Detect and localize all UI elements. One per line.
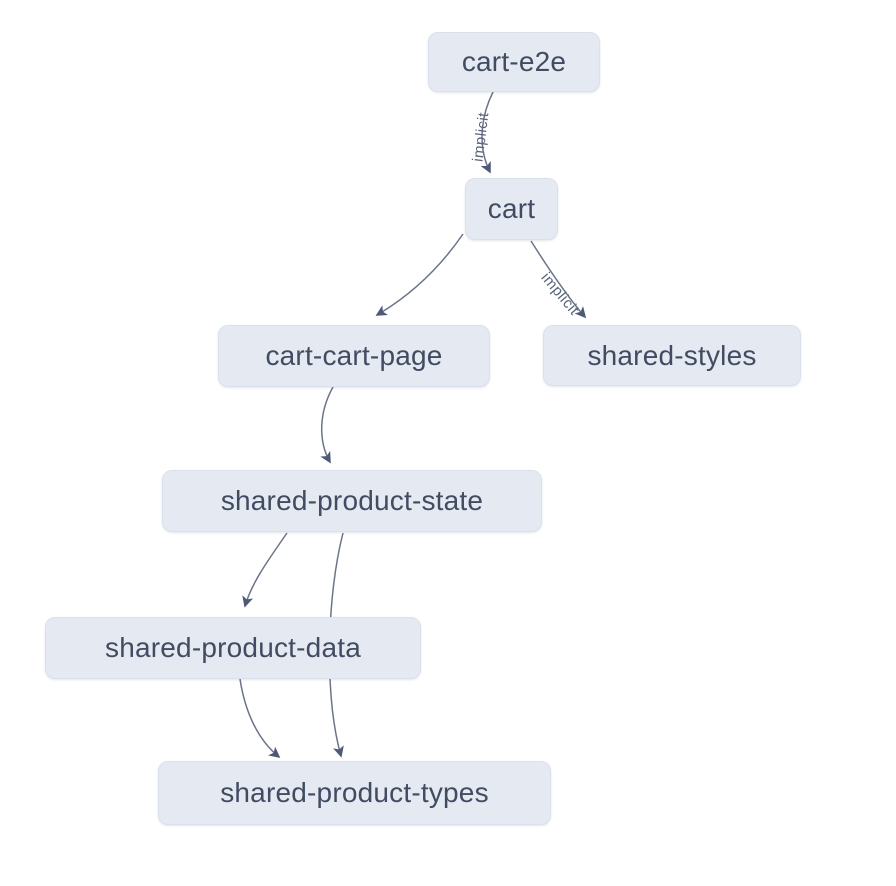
graph-edge-cart-cart-page-to-shared-product-state [320, 386, 334, 464]
graph-edge-cart-to-cart-cart-page [375, 233, 464, 316]
graph-node-label: shared-product-data [105, 632, 361, 663]
graph-node-label: cart [487, 193, 536, 224]
graph-edge-shared-product-data-to-shared-product-types [239, 678, 281, 759]
graph-node-cart-cart-page[interactable]: cart-cart-page [218, 325, 490, 387]
graph-edge-cart-to-shared-styles [530, 240, 587, 319]
graph-node-cart[interactable]: cart [465, 178, 558, 240]
graph-node-shared-product-data[interactable]: shared-product-data [45, 617, 421, 679]
graph-node-label: cart-cart-page [265, 340, 443, 371]
graph-node-shared-product-state[interactable]: shared-product-state [162, 470, 542, 532]
graph-node-shared-product-types[interactable]: shared-product-types [158, 761, 551, 825]
graph-edge-cart-e2e-to-cart [480, 91, 494, 174]
graph-node-label: cart-e2e [461, 46, 567, 77]
graph-node-label: shared-product-types [220, 777, 489, 808]
graph-node-label: shared-product-state [220, 485, 484, 516]
graph-node-shared-styles[interactable]: shared-styles [543, 325, 801, 386]
graph-node-label: shared-styles [587, 339, 757, 371]
graph-edge-shared-product-state-to-shared-product-data [242, 532, 288, 608]
graph-node-cart-e2e[interactable]: cart-e2e [428, 32, 600, 92]
